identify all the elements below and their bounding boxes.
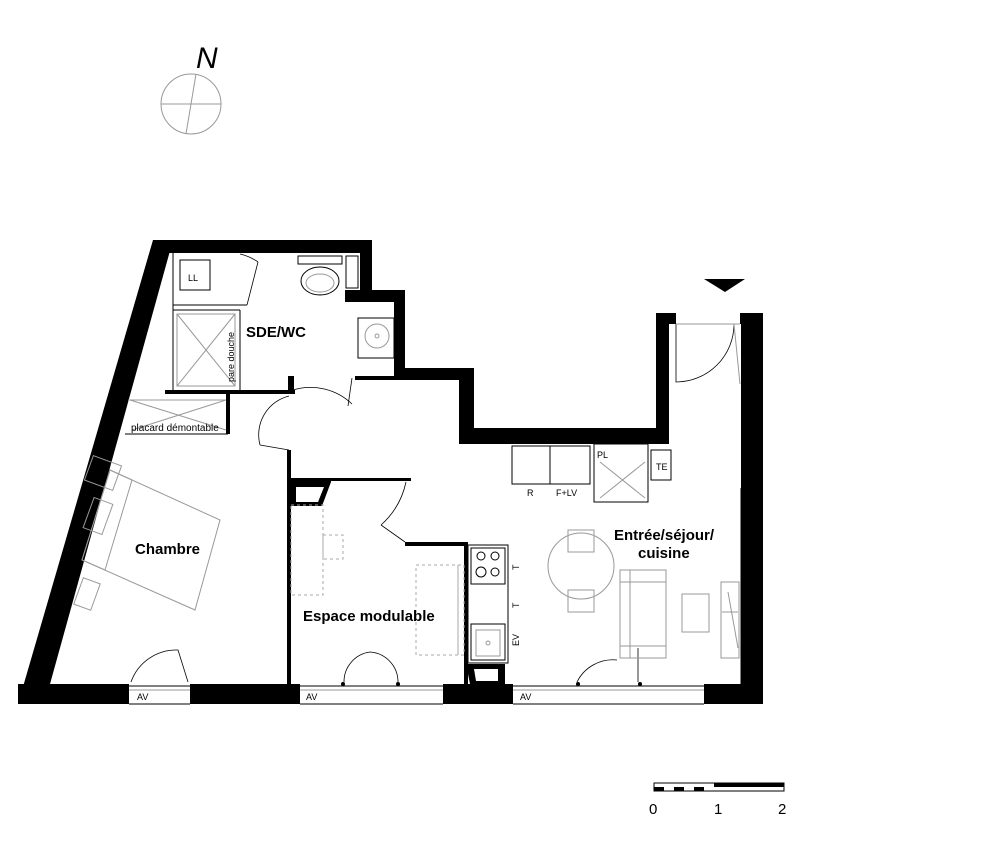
label-ev: EV	[511, 634, 521, 646]
sofa-icon	[619, 569, 667, 659]
label-placard: placard démontable	[131, 423, 219, 434]
wall-bottom-3	[443, 684, 513, 704]
wall-mid-top	[394, 368, 474, 380]
window-av-1-label: AV	[137, 692, 148, 702]
washing-machine-icon	[179, 259, 211, 291]
placard-icon	[128, 399, 227, 431]
door-espace-arc	[380, 481, 407, 526]
label-r: R	[527, 488, 534, 498]
scale-bar: 0 1 2	[649, 782, 786, 818]
cooktop-icon	[470, 547, 506, 585]
north-label: N	[196, 42, 218, 75]
label-t2: T	[511, 602, 521, 608]
room-label-sde-wc: SDE/WC	[246, 324, 306, 341]
wall-sde-right-upper	[360, 240, 372, 300]
kitchen-counter	[467, 544, 509, 664]
sink-icon	[357, 317, 395, 359]
door-ll-arc	[239, 253, 259, 263]
entrance-arrow-icon	[704, 279, 745, 292]
wall-bottom-1	[18, 684, 129, 704]
wall-notch-left	[459, 368, 474, 444]
toilet-icon	[297, 255, 343, 296]
wall-sde-right-lower	[394, 290, 405, 368]
label-t1: T	[511, 564, 521, 570]
partition-espace-right	[464, 542, 468, 684]
wall-bottom-4	[704, 684, 763, 704]
wall-notch-bottom	[459, 428, 669, 444]
wall-right-upper	[741, 313, 763, 488]
compass-line-v	[185, 73, 197, 135]
window-av-2-label: AV	[306, 692, 317, 702]
door-sde-arc	[292, 386, 353, 405]
partition-espace-top-jamb	[287, 478, 291, 506]
bed-icon	[73, 455, 221, 611]
door-window-chambre	[130, 649, 189, 683]
te-box	[650, 449, 672, 481]
fridge-icon	[511, 445, 551, 485]
wall-top-sde	[153, 240, 372, 253]
window-av-3-label: AV	[520, 692, 531, 702]
scale-label-2: 2	[778, 801, 786, 818]
wall-bottom-2	[190, 684, 300, 704]
door-entrance	[675, 323, 735, 383]
label-ll: LL	[188, 273, 198, 283]
partition-sde-bottom-right	[355, 376, 405, 380]
wall-left-diagonal	[18, 240, 173, 704]
wall-right-lower	[741, 488, 763, 688]
door-window-sejour	[576, 648, 639, 683]
partition-espace-top-right	[331, 478, 411, 481]
compass: N	[160, 42, 222, 135]
partition-placard-right	[226, 394, 230, 434]
window-av-3: AV	[513, 685, 704, 705]
wall-entry-top-left	[656, 313, 676, 324]
shower-tray-icon	[176, 313, 236, 387]
dining-table-icon	[547, 529, 615, 613]
partition-sde-door-jamb	[288, 376, 294, 394]
window-av-2: AV	[300, 685, 443, 705]
room-label-espace-modulable: Espace modulable	[303, 608, 435, 625]
room-label-sejour-line2: cuisine	[638, 545, 690, 562]
room-label-chambre: Chambre	[135, 541, 200, 558]
washer-icon	[549, 445, 591, 485]
partition-sde-bottom-left	[165, 390, 295, 394]
door-chambre-arc	[258, 395, 290, 446]
wall-entry-left	[656, 313, 669, 444]
label-f-lv: F+LV	[556, 488, 577, 498]
scale-label-0: 0	[649, 801, 657, 818]
label-te: TE	[656, 462, 668, 472]
partition-espace-right-top	[405, 542, 467, 546]
desk-furniture-icon	[290, 504, 465, 656]
label-pare-douche: pare douche	[226, 332, 236, 382]
pl-cabinet-icon	[593, 443, 649, 503]
coffee-table-icon	[681, 593, 710, 633]
partition-chambre-right	[287, 450, 291, 684]
scale-label-1: 1	[714, 801, 722, 818]
partition-espace-top	[287, 478, 331, 482]
kitchen-sink-icon	[470, 623, 506, 661]
window-av-1: AV	[129, 685, 190, 705]
door-window-espace	[343, 651, 399, 683]
room-label-sejour-line1: Entrée/séjour/	[614, 527, 715, 544]
wall-sde-step	[345, 290, 405, 302]
label-pl: PL	[597, 450, 608, 460]
tv-unit-icon	[720, 581, 740, 659]
